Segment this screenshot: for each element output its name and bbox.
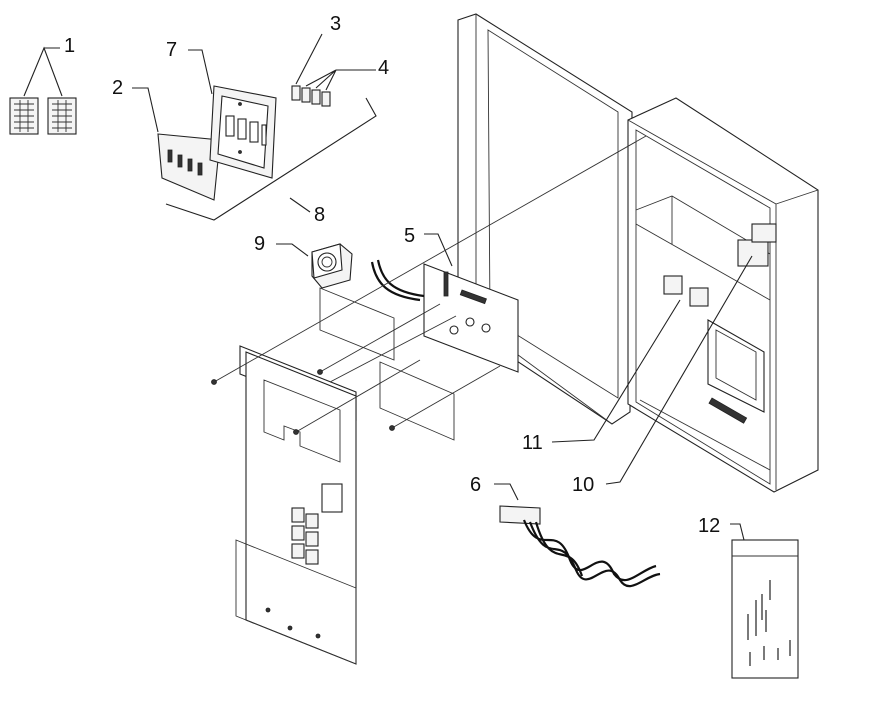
- speaker-wire: [370, 259, 425, 302]
- callout-10: 10: [572, 474, 594, 496]
- part-5-circuit-board: [423, 233, 519, 373]
- callout-5: 5: [404, 225, 415, 247]
- part-9-speaker: [276, 243, 353, 289]
- callout-6: 6: [470, 474, 481, 496]
- screws-and-guide-lines: [211, 135, 647, 435]
- callout-11: 11: [522, 432, 543, 454]
- callout-1: 1: [64, 35, 75, 57]
- part-1-keypad-cards: [9, 46, 77, 135]
- callout-4: 4: [378, 57, 389, 79]
- cabinet-box: [627, 97, 819, 493]
- callout-2: 2: [112, 77, 123, 99]
- part-6-wire-harness: [494, 483, 661, 588]
- leader-10: [605, 255, 753, 485]
- part-2-switch-plate: [132, 87, 221, 201]
- callout-12: 12: [698, 515, 720, 537]
- callout-7: 7: [166, 39, 177, 61]
- leader-11: [551, 299, 681, 443]
- callout-3: 3: [330, 13, 341, 35]
- part-12-hardware-bag: [730, 523, 799, 679]
- cabinet-door: [457, 13, 633, 425]
- part-3-4-modules: [291, 33, 376, 107]
- callout-9: 9: [254, 233, 265, 255]
- part-8-group-bracket: [165, 97, 377, 221]
- front-panel-assembly: [235, 287, 455, 665]
- part-7-wall-plate: [188, 49, 277, 179]
- callout-8: 8: [314, 204, 325, 226]
